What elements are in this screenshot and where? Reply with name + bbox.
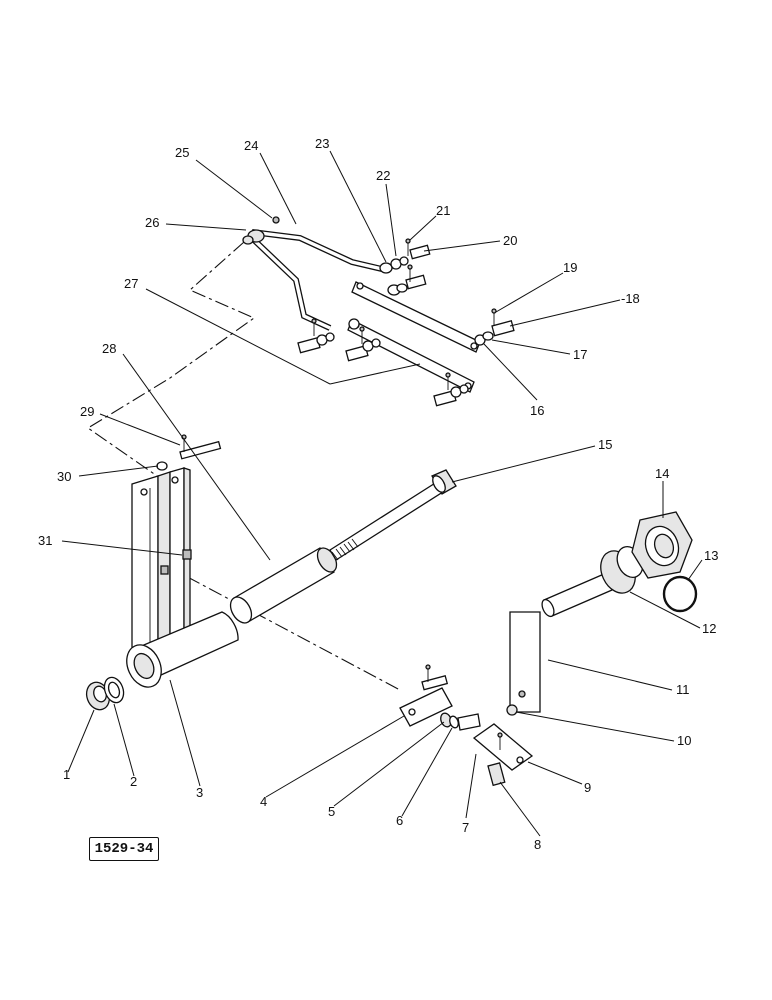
washer-2	[103, 676, 125, 704]
lever-11	[506, 611, 541, 716]
callout-28: 28	[102, 341, 116, 356]
callout-15: 15	[598, 437, 612, 452]
callout-10: 10	[677, 733, 691, 748]
callout-26: 26	[145, 215, 159, 230]
callout-30: 30	[57, 469, 71, 484]
callout-3: 3	[196, 785, 203, 800]
callout-11: 11	[676, 682, 690, 697]
callout-29: 29	[80, 404, 94, 419]
callout-17: 17	[573, 347, 587, 362]
bolt-set-left	[297, 318, 469, 407]
callout-24: 24	[244, 138, 258, 153]
callout-6: 6	[396, 813, 403, 828]
callout-12: 12	[702, 621, 716, 636]
callout-27: 27	[124, 276, 138, 291]
callout-5: 5	[328, 804, 335, 819]
callout-labels: 25 24 23 22 21 20 26 27 19 -18 17 16 28 …	[38, 136, 718, 852]
callout-9: 9	[584, 780, 591, 795]
upper-link-assembly	[242, 216, 515, 407]
callout-22: 22	[376, 168, 390, 183]
callout-23: 23	[315, 136, 329, 151]
callout-4: 4	[260, 794, 267, 809]
callout-14: 14	[655, 466, 669, 481]
shaft-12	[541, 545, 644, 618]
o-ring-13	[662, 575, 698, 613]
cylinder-28	[229, 547, 338, 624]
callout-1: 1	[63, 767, 70, 782]
callout-13: 13	[704, 548, 718, 563]
callout-7: 7	[462, 820, 469, 835]
threaded-rod-15	[329, 469, 457, 561]
nut-14	[631, 511, 693, 579]
leader-lines	[61, 150, 703, 837]
bent-rod-24	[242, 216, 387, 331]
callout-19: 19	[563, 260, 577, 275]
callout-8: 8	[534, 837, 541, 852]
callout-25: 25	[175, 145, 189, 160]
clevis-4	[399, 664, 453, 727]
pin-and-washers-20-22	[379, 238, 431, 274]
clevis-9	[472, 723, 534, 787]
turnbuckle-5-6	[440, 712, 481, 731]
bolt-29-30	[156, 434, 222, 471]
callout-2: 2	[130, 774, 137, 789]
callout-18: -18	[621, 291, 640, 306]
callout-16: 16	[530, 403, 544, 418]
bolt-set-17-19	[474, 308, 515, 346]
bracket-3	[126, 467, 239, 688]
callout-20: 20	[503, 233, 517, 248]
callout-31: 31	[38, 533, 52, 548]
link-plate-upper	[351, 264, 481, 353]
figure-reference-code: 1529-34	[89, 837, 159, 861]
callout-21: 21	[436, 203, 450, 218]
